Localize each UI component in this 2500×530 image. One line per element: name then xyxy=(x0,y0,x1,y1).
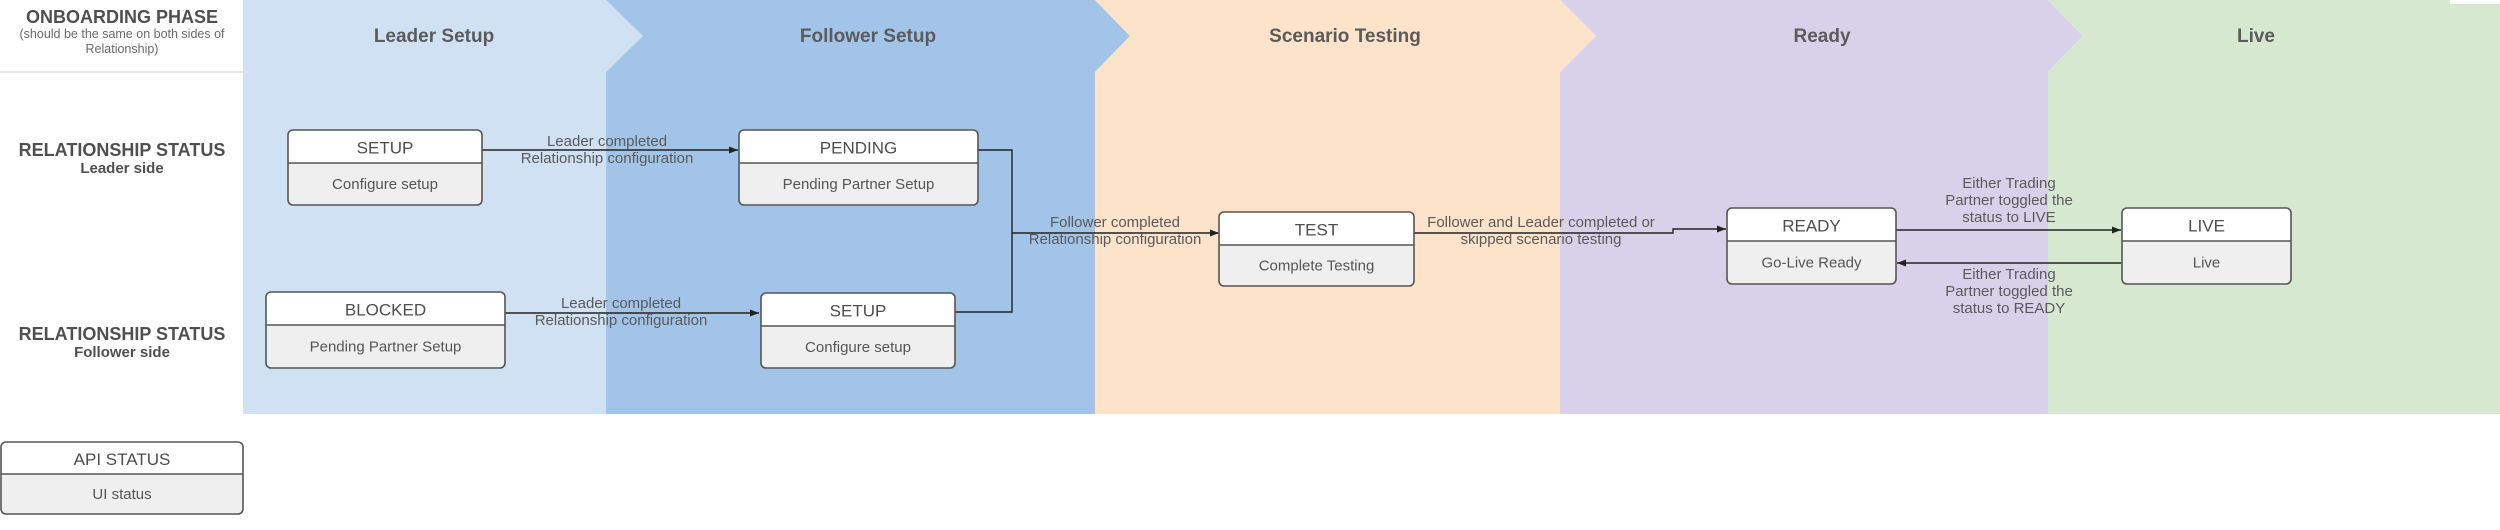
label-leader-completed-bottom: Leader completed xyxy=(561,295,681,312)
label-follower-completed: Follower completed xyxy=(1050,214,1180,231)
label-to-live-2: Partner toggled the xyxy=(1945,192,2073,209)
legend-api-status-header xyxy=(1,442,243,474)
edge-follower-setup-to-junction xyxy=(955,233,1013,313)
state-follower-blocked-title: BLOCKED xyxy=(345,301,426,320)
label-leader-completed-top-2: Relationship configuration xyxy=(521,150,694,167)
label-to-live-3: status to LIVE xyxy=(1962,209,2055,226)
state-follower-setup-subtitle: Configure setup xyxy=(805,339,911,356)
state-boxes: SETUP Configure setup PENDING Pending Partn… xyxy=(0,129,2292,515)
label-to-ready-2: Partner toggled the xyxy=(1945,283,2073,300)
transitions xyxy=(482,146,2121,317)
state-test-header xyxy=(1219,212,1414,245)
state-ready-title: READY xyxy=(1782,217,1841,236)
phase-title-scenario-testing: Scenario Testing xyxy=(1269,26,1421,47)
legend-api-status-title: API STATUS xyxy=(74,450,171,469)
phase-title-ready: Ready xyxy=(1793,26,1850,47)
state-follower-blocked-subtitle: Pending Partner Setup xyxy=(310,339,462,356)
state-ready-subtitle: Go-Live Ready xyxy=(1761,255,1862,272)
label-to-ready-3: status to READY xyxy=(1953,300,2066,317)
legend-api-status: API STATUS UI status xyxy=(0,441,244,515)
onboarding-phase-label: ONBOARDING PHASE xyxy=(26,7,218,27)
state-live-border xyxy=(2121,207,2292,285)
phase-chevron-scenario-testing xyxy=(1095,0,1596,72)
state-follower-setup: SETUP Configure setup xyxy=(760,292,956,369)
label-leader-completed-bottom-2: Relationship configuration xyxy=(535,312,708,329)
label-follower-completed-2: Relationship configuration xyxy=(1029,231,1202,248)
state-test-title: TEST xyxy=(1295,221,1338,240)
phase-title-follower-setup: Follower Setup xyxy=(800,26,936,47)
phase-chevron-follower-setup xyxy=(606,0,1130,72)
state-live-title: LIVE xyxy=(2188,217,2225,236)
state-leader-pending-title: PENDING xyxy=(820,139,897,158)
state-leader-setup-header xyxy=(288,130,482,163)
state-leader-pending-header xyxy=(739,130,978,163)
state-live-subtitle: Live xyxy=(2193,255,2221,272)
label-scenario-done: Follower and Leader completed or xyxy=(1427,214,1655,231)
state-leader-setup-border xyxy=(287,129,483,206)
state-leader-pending-border xyxy=(738,129,979,206)
state-follower-blocked-header xyxy=(266,292,505,325)
relationship-status-follower-label: RELATIONSHIP STATUS xyxy=(19,324,226,344)
state-live: LIVE Live xyxy=(2121,207,2292,285)
phase-chevron-ready xyxy=(1560,0,2083,72)
state-follower-blocked: BLOCKED Pending Partner Setup xyxy=(265,291,506,369)
state-ready-border xyxy=(1726,207,1897,285)
phase-title-live: Live xyxy=(2237,26,2275,47)
state-leader-setup-title: SETUP xyxy=(357,139,414,158)
state-follower-setup-border xyxy=(760,292,956,369)
state-test-subtitle: Complete Testing xyxy=(1259,258,1375,275)
state-ready-header xyxy=(1727,208,1896,241)
state-leader-pending-subtitle: Pending Partner Setup xyxy=(783,176,935,193)
phase-chevron-live xyxy=(2048,0,2500,72)
state-leader-setup-subtitle: Configure setup xyxy=(332,176,438,193)
legend-api-status-subtitle: UI status xyxy=(92,486,151,503)
edge-pending-to-junction xyxy=(978,149,1013,233)
onboarding-phase-note: (should be the same on both sides of xyxy=(20,27,226,41)
transition-labels: Leader completed Relationship configurat… xyxy=(521,133,2073,329)
label-to-ready: Either Trading xyxy=(1962,266,2055,283)
state-follower-blocked-border xyxy=(265,291,506,369)
state-leader-setup: SETUP Configure setup xyxy=(287,129,483,206)
phase-headers: Leader Setup Follower Setup Scenario Tes… xyxy=(243,0,2500,72)
state-live-header xyxy=(2122,208,2291,241)
state-test: TEST Complete Testing xyxy=(1218,211,1415,287)
follower-side-label: Follower side xyxy=(74,344,170,361)
phase-chevron-leader-setup xyxy=(243,0,643,72)
relationship-status-leader-label: RELATIONSHIP STATUS xyxy=(19,140,226,160)
state-ready: READY Go-Live Ready xyxy=(1726,207,1897,285)
label-to-live: Either Trading xyxy=(1962,175,2055,192)
label-scenario-done-2: skipped scenario testing xyxy=(1461,231,1622,248)
state-test-border xyxy=(1218,211,1415,287)
legend-api-status-border xyxy=(0,441,244,515)
left-labels: ONBOARDING PHASE (should be the same on … xyxy=(0,7,243,361)
onboarding-phase-note-2: Relationship) xyxy=(86,42,159,56)
leader-side-label: Leader side xyxy=(80,160,163,177)
state-follower-setup-header xyxy=(761,293,955,326)
label-leader-completed-top: Leader completed xyxy=(547,133,667,150)
edge-test-to-ready xyxy=(1414,225,1726,234)
phase-title-leader-setup: Leader Setup xyxy=(374,26,494,47)
state-leader-pending: PENDING Pending Partner Setup xyxy=(738,129,979,206)
state-follower-setup-title: SETUP xyxy=(830,302,887,321)
